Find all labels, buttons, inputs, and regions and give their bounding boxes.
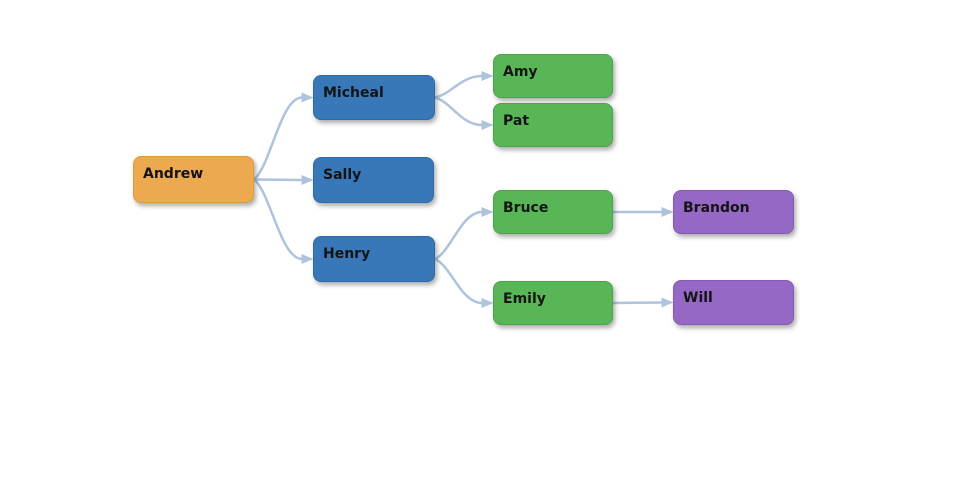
node-brandon[interactable]: Brandon [673,190,794,234]
node-label: Henry [323,246,371,262]
edge-henry-bruce [434,210,483,261]
arrowhead-micheal-pat [481,120,494,130]
node-label: Micheal [323,85,384,101]
arrowhead-andrew-sally [301,175,314,185]
arrowhead-bruce-brandon [661,207,674,217]
node-label: Will [683,290,713,306]
node-henry[interactable]: Henry [313,236,435,282]
edge-andrew-sally [253,178,303,182]
node-bruce[interactable]: Bruce [493,190,613,234]
arrowhead-henry-emily [481,298,494,308]
node-label: Emily [503,291,546,307]
edge-micheal-amy [434,74,483,99]
node-label: Andrew [143,166,204,182]
node-label: Brandon [683,200,750,216]
arrowhead-andrew-micheal [301,92,314,103]
node-micheal[interactable]: Micheal [313,75,435,120]
edge-andrew-henry [253,178,303,261]
arrowhead-emily-will [661,297,674,308]
edge-micheal-pat [434,96,483,127]
node-label: Sally [323,167,362,183]
node-label: Amy [503,64,538,80]
node-label: Bruce [503,200,549,216]
arrowhead-andrew-henry [301,254,314,264]
node-will[interactable]: Will [673,280,794,325]
arrowhead-henry-bruce [481,207,494,217]
node-andrew[interactable]: Andrew [133,156,254,203]
node-label: Pat [503,113,530,129]
node-sally[interactable]: Sally [313,157,434,203]
arrowhead-micheal-amy [481,71,494,81]
node-pat[interactable]: Pat [493,103,613,147]
edge-henry-emily [434,257,483,305]
node-emily[interactable]: Emily [493,281,613,325]
edge-andrew-micheal [253,96,303,181]
node-amy[interactable]: Amy [493,54,613,98]
edge-emily-will [612,301,663,305]
